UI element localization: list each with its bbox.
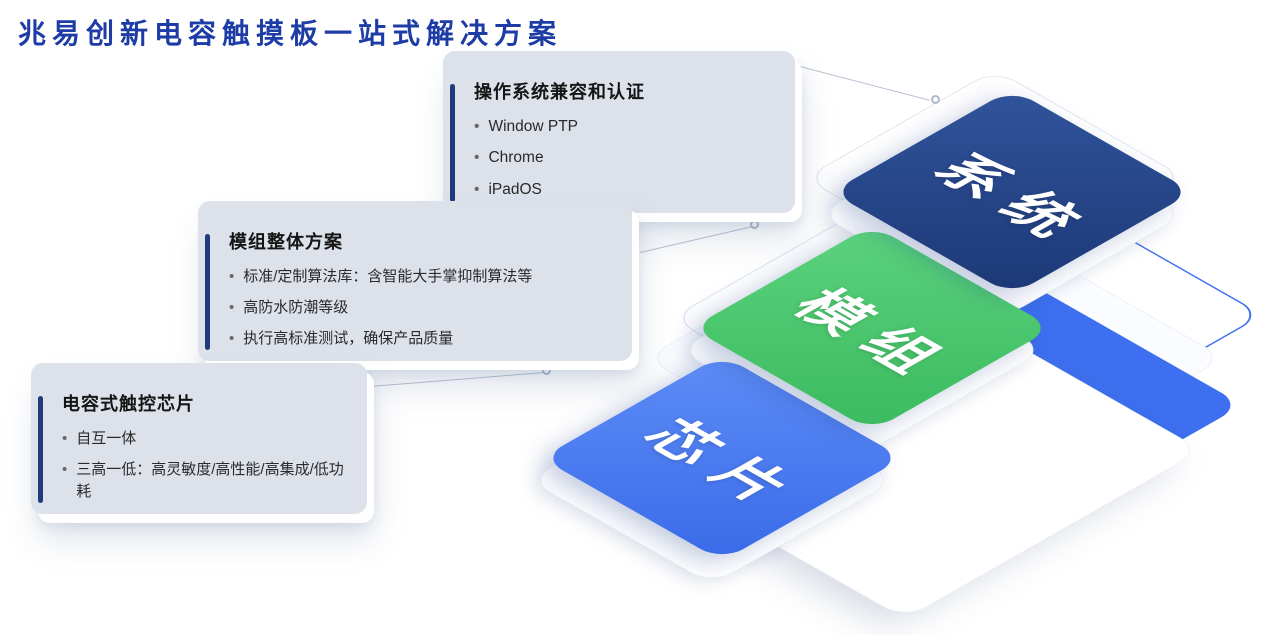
bullet-text: 标准/定制算法库：含智能大手掌抑制算法等 — [243, 268, 533, 285]
bullet-text: Chrome — [488, 149, 544, 167]
page-title: 兆易创新电容触摸板一站式解决方案 — [18, 18, 563, 49]
connector-line-module — [640, 225, 754, 253]
connector-line-chip — [370, 371, 545, 387]
layer-label-system: 系统 — [919, 145, 1110, 254]
callout-card-module: 模组整体方案 • 标准/定制算法库：含智能大手掌抑制算法等 • 高防水防潮等级 … — [198, 200, 639, 371]
card-title: 电容式触控芯片 — [62, 394, 195, 414]
bullet-text: 高防水防潮等级 — [243, 298, 349, 316]
bullet-list: • 自互一体 • 三高一低：高灵敏度/高性能/高集成/低功耗 — [62, 428, 350, 502]
connector-dot-os — [931, 95, 940, 104]
card-title: 操作系统兼容和认证 — [474, 82, 645, 102]
card-title: 模组整体方案 — [229, 232, 343, 252]
layer-label-chip: 芯片 — [629, 411, 820, 520]
bullet-dot-icon: • — [474, 118, 480, 135]
bullet-text: 三高一低：高灵敏度/高性能/高集成/低功耗 — [76, 460, 344, 500]
bullet-dot-icon: • — [229, 329, 235, 347]
layer-label-module: 模组 — [779, 281, 970, 390]
callout-card-chip: 电容式触控芯片 • 自互一体 • 三高一低：高灵敏度/高性能/高集成/低功耗 — [31, 362, 374, 524]
bullet-dot-icon: • — [229, 298, 235, 316]
bullet-item: • 标准/定制算法库：含智能大手掌抑制算法等 — [229, 266, 615, 288]
bullet-list: • 标准/定制算法库：含智能大手掌抑制算法等 • 高防水防潮等级 • 执行高标准… — [229, 266, 615, 349]
bullet-item: • 执行高标准测试，确保产品质量 — [229, 328, 615, 350]
bullet-text: iPadOS — [488, 180, 542, 198]
bullet-item: • 高防水防潮等级 — [229, 297, 615, 319]
bullet-text: Window PTP — [488, 118, 579, 135]
bullet-item: • 自互一体 — [62, 428, 350, 450]
bullet-dot-icon: • — [62, 460, 68, 478]
connector-line-os — [799, 66, 930, 101]
bullet-text: 自互一体 — [76, 430, 137, 447]
bullet-text: 执行高标准测试，确保产品质量 — [243, 329, 454, 347]
bullet-dot-icon: • — [229, 268, 235, 285]
bullet-dot-icon: • — [474, 149, 480, 167]
bullet-dot-icon: • — [474, 180, 480, 198]
bullet-list: • Window PTP • Chrome • iPadOS — [474, 116, 778, 201]
bullet-item: • 三高一低：高灵敏度/高性能/高集成/低功耗 — [62, 459, 350, 503]
bullet-dot-icon: • — [62, 430, 68, 447]
bullet-item: • Chrome — [474, 147, 778, 169]
callout-card-os: 操作系统兼容和认证 • Window PTP • Chrome • iPadOS — [443, 50, 802, 223]
bullet-item: • iPadOS — [474, 179, 778, 201]
bullet-item: • Window PTP — [474, 116, 778, 138]
